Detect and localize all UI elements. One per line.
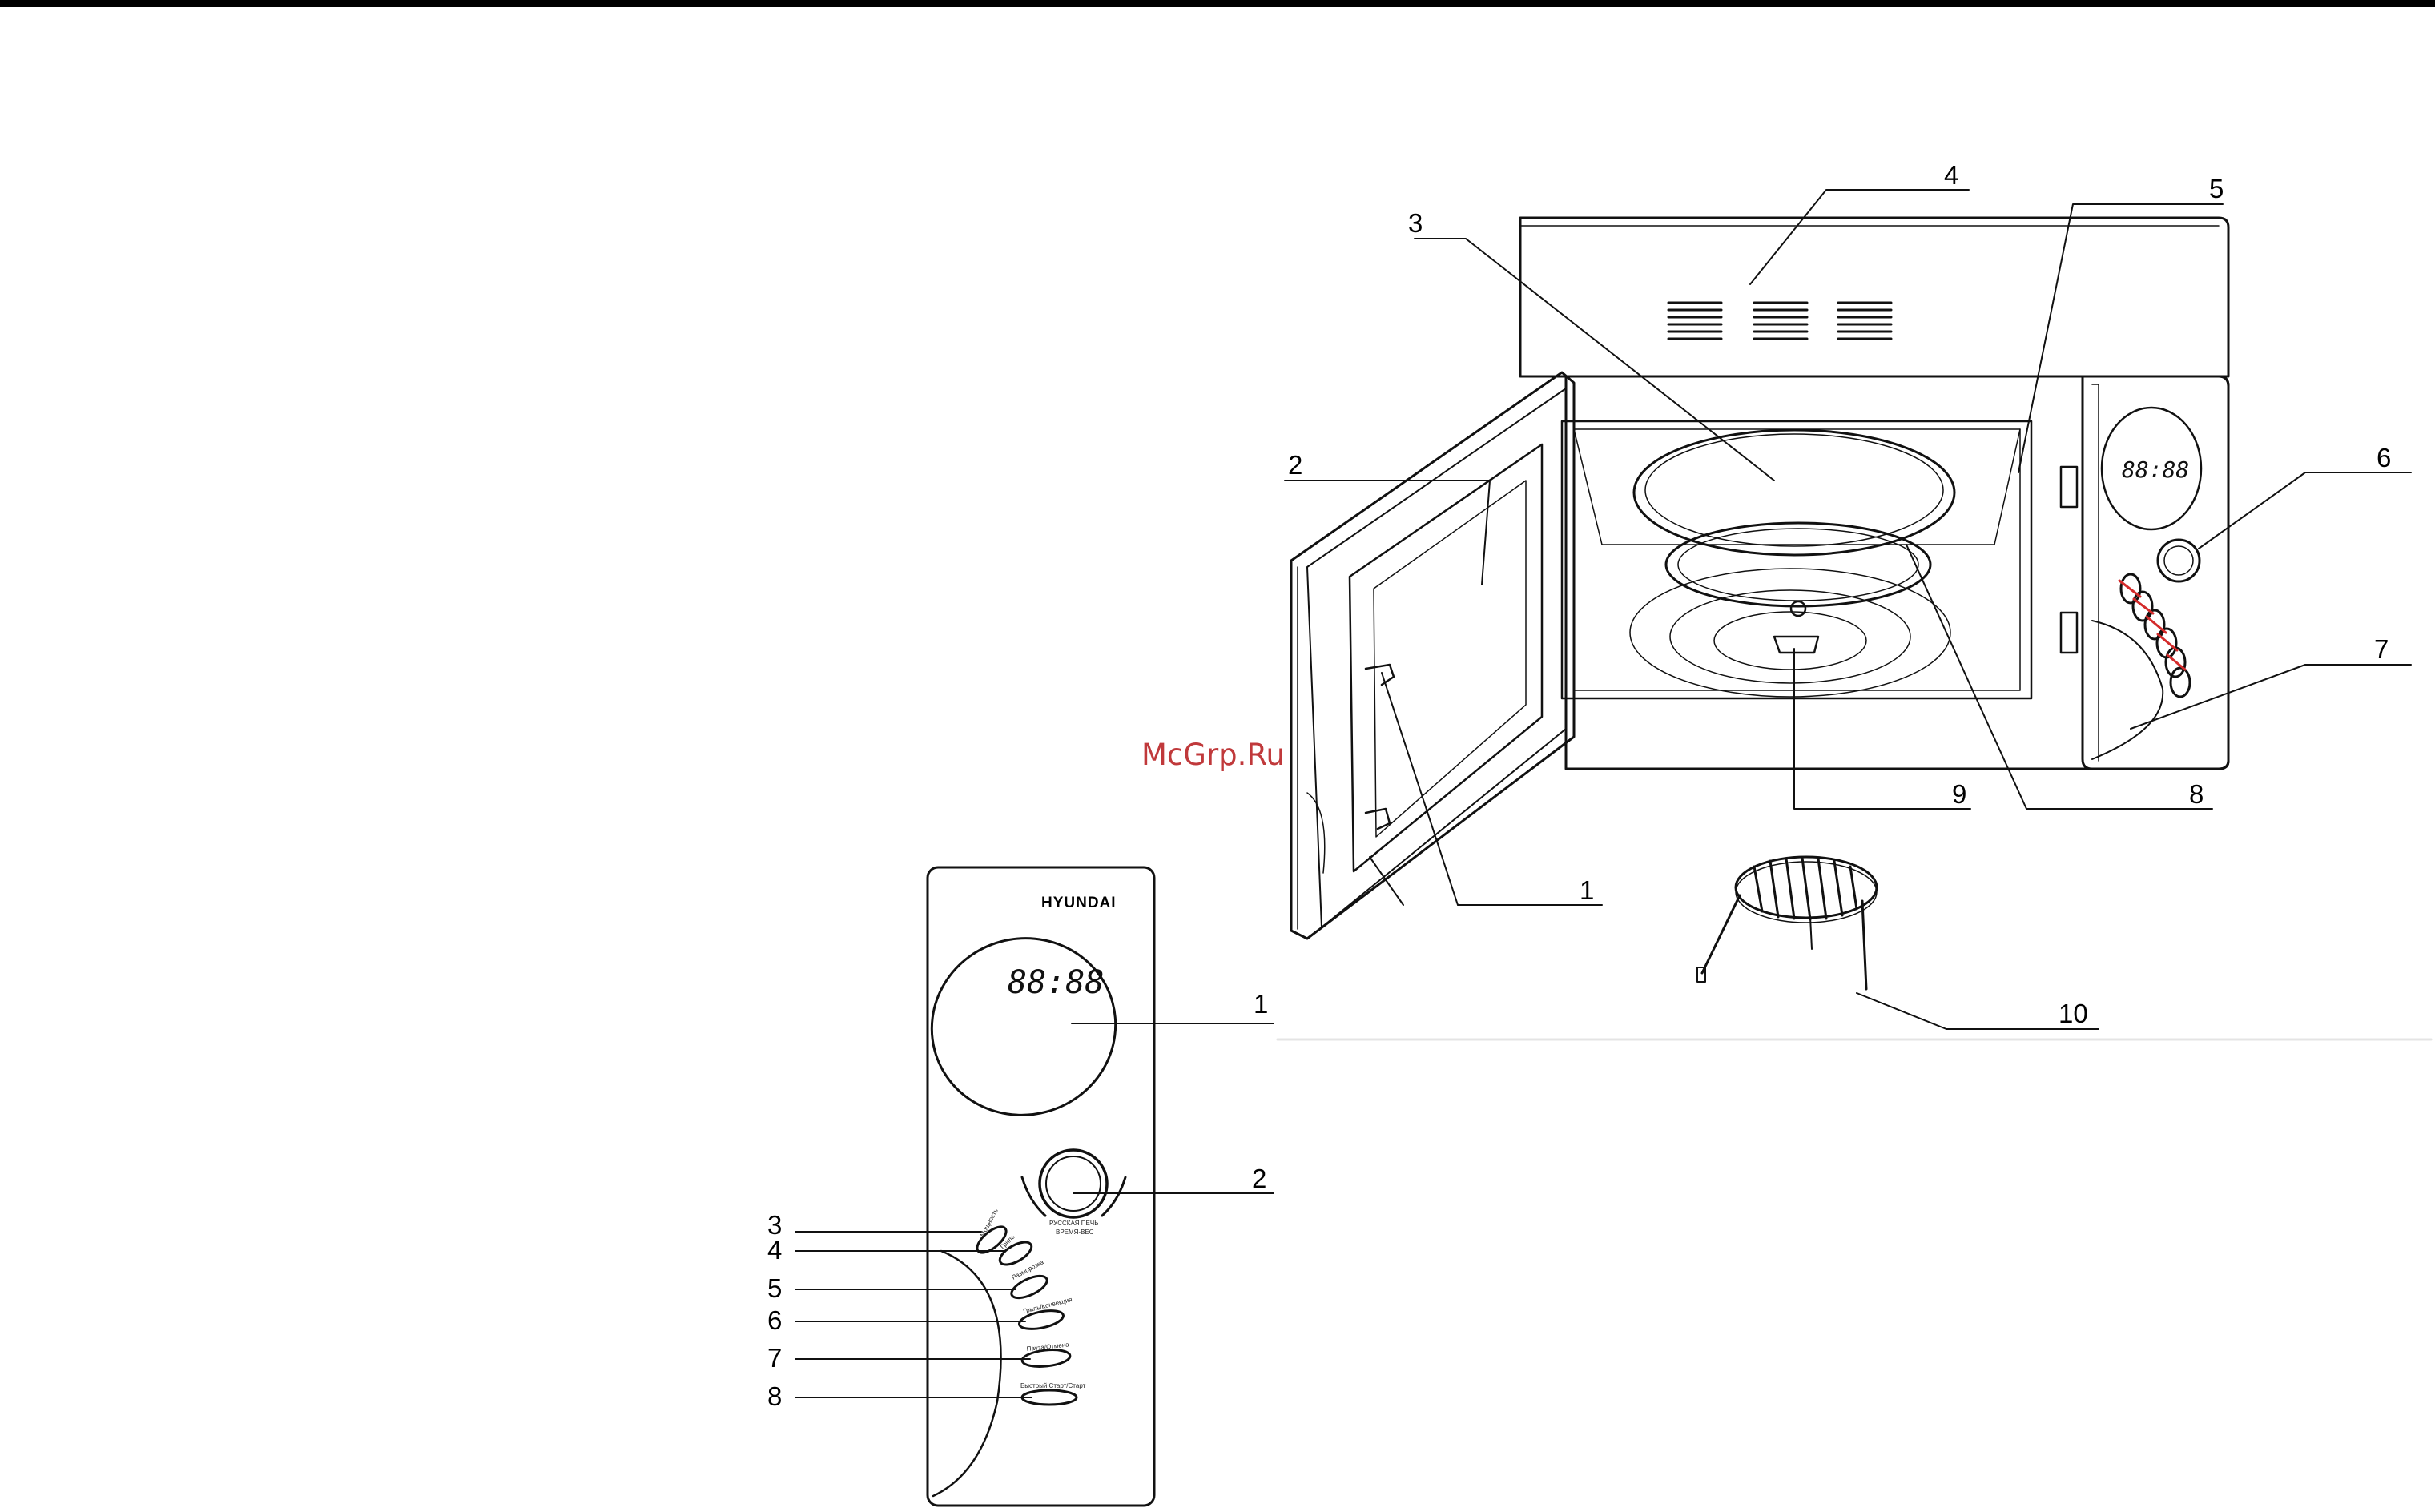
microwave-callout-1: 1: [1580, 875, 1594, 905]
panel-callout-1: 1: [1254, 989, 1268, 1019]
microwave-illustration: [1291, 218, 2228, 989]
panel-callout-8: 8: [767, 1381, 782, 1411]
microwave-callout-3: 3: [1408, 208, 1423, 238]
panel-callout-6: 6: [767, 1305, 782, 1335]
panel-callouts: 1 2 3 4 5 6 7 8: [767, 989, 1268, 1411]
microwave-callout-5: 5: [2209, 174, 2224, 203]
button-label-grill-convection: Гриль/Конвекция: [1022, 1296, 1073, 1315]
button-label-power: Мощность: [979, 1208, 1000, 1238]
watermark: McGrp.Ru: [1141, 738, 1285, 772]
panel-callout-4: 4: [767, 1235, 782, 1265]
panel-display-digits: 88:88: [1008, 964, 1104, 1001]
panel-callout-2: 2: [1252, 1164, 1266, 1193]
panel-brand-logo: HYUNDAI: [1041, 895, 1117, 911]
button-label-quick-start: Быстрый Старт/Старт: [1020, 1382, 1086, 1389]
microwave-callout-8: 8: [2189, 779, 2204, 809]
panel-callout-7: 7: [767, 1343, 782, 1373]
microwave-callout-10: 10: [2059, 999, 2088, 1028]
microwave-callout-7: 7: [2374, 634, 2389, 664]
open-door: [1291, 372, 1574, 939]
microwave-callout-9: 9: [1952, 779, 1966, 809]
microwave-callout-6: 6: [2377, 443, 2391, 472]
top-rule: [0, 0, 2435, 7]
panel-callout-5: 5: [767, 1273, 782, 1303]
microwave-callout-4: 4: [1944, 160, 1958, 190]
microwave-display-digits: 88:88: [2122, 456, 2189, 483]
knob-label-russian-oven: РУССКАЯ ПЕЧЬ: [1049, 1220, 1098, 1227]
vent-grilles: [1668, 303, 1891, 339]
microwave-leader-lines: [1285, 190, 2411, 1029]
knob-label-time-weight: ВРЕМЯ-ВЕС: [1056, 1228, 1094, 1236]
grill-rack: [1697, 857, 1877, 989]
control-panel: [912, 867, 1154, 1506]
microwave-callout-2: 2: [1288, 450, 1302, 480]
panel-leader-lines: [795, 1023, 1274, 1397]
